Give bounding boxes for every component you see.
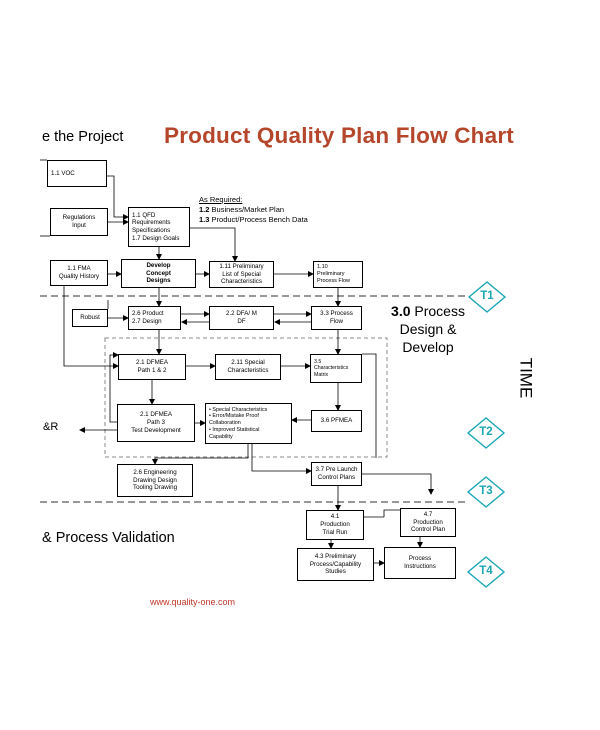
as-required-item2-num: 1.3 [199,214,210,224]
page-title: Product Quality Plan Flow Chart [164,123,514,148]
box-pfmea: 3.6 PFMEA [311,410,362,432]
conn-prelaunch-right [362,473,434,495]
conn-bullets-eng [152,444,249,465]
as-required-item1-num: 1.2 [199,204,210,214]
box-process-flow: 3.3 Process Flow [311,306,362,330]
t1-tag: T1 [480,290,494,302]
t2-tag: T2 [479,426,493,438]
box-voc: 1.1 VOC [47,160,107,187]
box-product-design: 2.6 Product 2.7 Design [128,306,181,330]
box-fma: 1.1 FMA Quality History [50,260,108,286]
box-dfmea-path12: 2.1 DFMEA Path 1 & 2 [118,354,186,380]
phase3-word2: Design & [399,321,457,338]
phase3-word3: Develop [402,339,454,356]
t1-diamond [467,281,507,313]
phase3-number: 3.0 [391,303,411,319]
box-dfmea-path3: 2.1 DFMEA Path 3 Test Development [117,404,195,442]
time-axis-label: TIME [516,357,536,399]
t2-diamond [466,417,506,449]
box-qfd: 1.1 QFD Requirements Specifications 1.7 … [128,207,190,247]
box-prelim-flow: 1.10 Preliminary Process Flow [313,261,363,288]
box-production-trial: 4.1 Production Trial Run [306,510,364,540]
as-required-note: As Required: 1.2 Business/Market Plan 1.… [199,195,308,224]
box-pre-launch: 3.7 Pre Launch Control Plans [311,462,362,486]
phase-label-plan: e the Project [42,129,124,145]
phase3-label: 3.0 Process Design & Develop [378,302,478,357]
conn-qfd-prelim [190,227,238,262]
box-prelim-capability: 4.3 Preliminary Process/Capability Studi… [297,548,374,581]
conn-cp-right [383,509,400,517]
box-prelim-special: 1.11 Preliminary List of Special Charact… [209,261,274,288]
t3-tag: T3 [479,485,493,497]
conn-left-loop [109,352,119,423]
conn-flow-right [362,353,377,458]
footer-url: www.quality-one.com [150,597,236,607]
box-engineering-drawing: 2.6 Engineering Drawing Design Tooling D… [117,464,193,497]
box-special-characteristics: 2.11 Special Characteristics [215,354,281,380]
phase3-word1: Process [414,303,465,319]
box-production-control-plan: 4.7 Production Control Plan [400,508,456,537]
box-develop-concept: Develop Concept Designs [121,259,196,288]
box-characteristics-matrix: 3.5 Characteristics Matrix [310,354,362,383]
as-required-heading: As Required: [199,195,243,204]
as-required-item2: Product/Process Bench Data [211,214,308,224]
box-robust: Robust [72,309,108,327]
conn-bullets-prelaunch [251,444,312,474]
box-dfa-dfm: 2.2 DFA/ M DF [209,306,274,330]
t4-diamond [466,556,506,588]
box-bullet-list: • Special Characteristics • Error/Mistak… [205,403,292,444]
box-regulations: Regulations Input [50,208,108,236]
t4-tag: T4 [479,565,493,577]
box-process-instructions: Process Instructions [384,547,456,579]
conn-fma-dfmea [63,286,119,369]
phase-label-fragment: &R [43,421,59,433]
as-required-item1: Business/Market Plan [211,204,285,214]
t3-diamond [466,476,506,508]
phase3-region [104,337,388,458]
conn-voc-qfd [107,175,129,220]
phase-label-validation: & Process Validation [42,530,175,546]
